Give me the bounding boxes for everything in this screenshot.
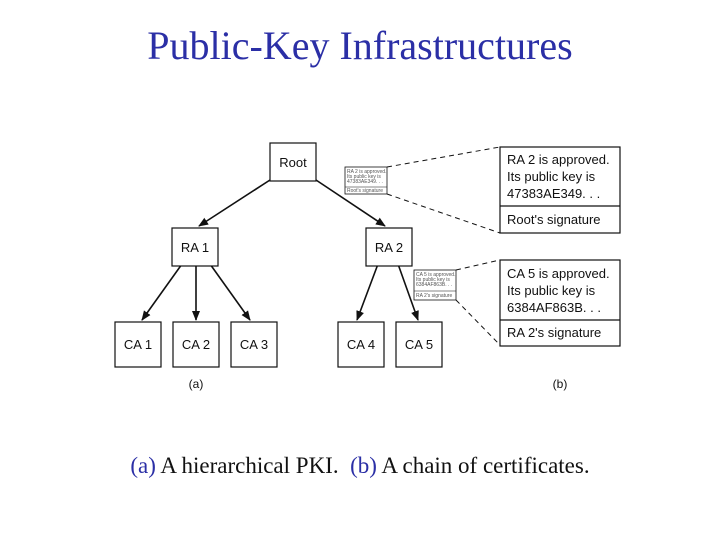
- figure-caption: (a) A hierarchical PKI. (b) A chain of c…: [0, 453, 720, 479]
- cert-ca5-line2: Its public key is: [507, 283, 596, 298]
- node-ca2: CA 2: [172, 321, 220, 368]
- node-ra2: RA 2: [365, 227, 413, 267]
- node-ra1-label: RA 1: [181, 240, 209, 255]
- node-root-label: Root: [279, 155, 307, 170]
- node-ca1-label: CA 1: [124, 337, 152, 352]
- node-ca3: CA 3: [230, 321, 278, 368]
- node-ra1: RA 1: [171, 227, 219, 267]
- slide-title: Public-Key Infrastructures: [147, 23, 573, 68]
- edge-ra2-ca5: [397, 263, 419, 321]
- caption-b-text: A chain of certificates.: [381, 453, 590, 478]
- node-ra2-label: RA 2: [375, 240, 403, 255]
- certificate-ca5: CA 5 is approved. Its public key is 6384…: [499, 259, 621, 347]
- edge-root-ra1: [198, 179, 271, 227]
- small-cert-ra2: CA 5 is approved. Its public key is 6384…: [413, 269, 457, 301]
- cert-ra2-line1: RA 2 is approved.: [507, 152, 610, 167]
- node-root: Root: [269, 142, 317, 182]
- panel-label-a: (a): [189, 377, 204, 391]
- node-ca1: CA 1: [114, 321, 162, 368]
- cert-ra2-line2: Its public key is: [507, 169, 596, 184]
- edge-ra1-ca1: [141, 263, 183, 321]
- zoom-lines: [386, 146, 501, 346]
- small-cert-root: RA 2 is approved. Its public key is 4738…: [344, 166, 388, 195]
- cert-ra2-line3: 47383AE349. . .: [507, 186, 600, 201]
- cert-ra2-signature: Root's signature: [507, 212, 601, 227]
- node-ca5-label: CA 5: [405, 337, 433, 352]
- small-cert-root-line2: Its public key is: [347, 174, 381, 180]
- node-ca5: CA 5: [395, 321, 443, 368]
- edge-ra2-ca4: [356, 263, 379, 321]
- node-ca4-label: CA 4: [347, 337, 375, 352]
- cert-ca5-line3: 6384AF863B. . .: [507, 300, 601, 315]
- node-ca4: CA 4: [337, 321, 385, 368]
- cert-ca5-signature: RA 2's signature: [507, 325, 601, 340]
- caption-a-text: A hierarchical PKI.: [160, 453, 339, 478]
- certificate-ra2: RA 2 is approved. Its public key is 4738…: [499, 146, 621, 234]
- hierarchy-edges: [141, 179, 419, 321]
- panel-label-b: (b): [553, 377, 568, 391]
- cert-ca5-line1: CA 5 is approved.: [507, 266, 610, 281]
- caption-a-prefix: (a): [130, 453, 156, 478]
- node-ca3-label: CA 3: [240, 337, 268, 352]
- small-cert-ra2-line3: 6384AF863B. . .: [416, 282, 452, 288]
- edge-ra1-ca3: [209, 263, 251, 321]
- small-cert-root-signature: Root's signature: [347, 188, 383, 194]
- edge-root-ra2: [315, 179, 386, 227]
- small-cert-root-line3: 47383AE349. . .: [347, 179, 383, 185]
- small-cert-ra2-line2: Its public key is: [416, 277, 450, 283]
- node-ca2-label: CA 2: [182, 337, 210, 352]
- small-cert-ra2-line1: CA 5 is approved.: [416, 272, 455, 278]
- small-cert-ra2-signature: RA 2's signature: [416, 293, 452, 299]
- small-cert-root-line1: RA 2 is approved.: [347, 169, 386, 175]
- caption-b-prefix: (b): [350, 453, 377, 478]
